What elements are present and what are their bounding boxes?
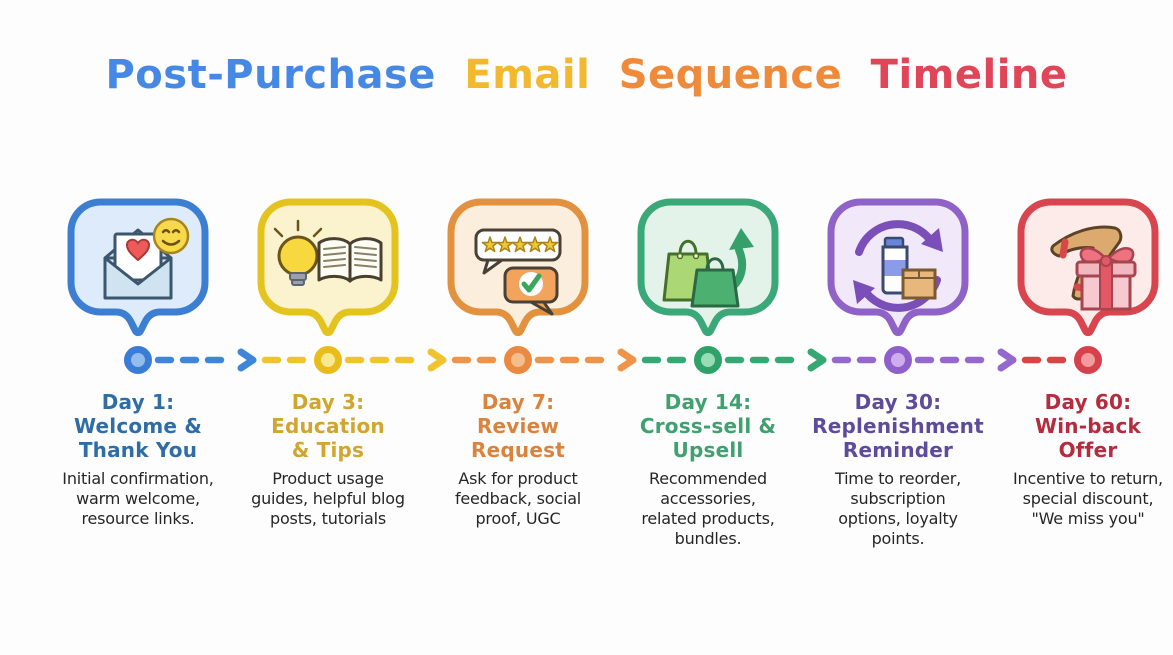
timeline-segment — [613, 344, 882, 376]
timeline-connector — [154, 348, 312, 372]
stage-column-day-30: Day 30: Replenishment Reminder Time to r… — [803, 194, 1072, 549]
welcome-envelope-smiley-icon — [67, 198, 209, 337]
timeline-dot-day-30 — [884, 346, 912, 374]
stage-heading: Day 3: Education & Tips — [271, 390, 385, 462]
lightbulb-book-icon — [257, 198, 399, 337]
arrow-right-icon — [617, 348, 637, 372]
gift-box-icon — [1075, 247, 1137, 311]
bottle-icon — [881, 236, 909, 295]
timeline-segment — [993, 344, 1173, 376]
package-box-icon — [901, 268, 937, 300]
timeline-segment — [803, 344, 1072, 376]
timeline-connector — [534, 348, 692, 372]
timeline-dot-day-14 — [694, 346, 722, 374]
timeline-columns: Day 1: Welcome & Thank You Initial confi… — [43, 194, 1163, 549]
title-segment-timeline: Timeline — [870, 52, 1068, 98]
stage-column-day-1: Day 1: Welcome & Thank You Initial confi… — [43, 194, 312, 549]
page-title: Post-Purchase Email Sequence Timeline — [0, 52, 1173, 99]
stage-description: Initial confirmation, warm welcome, reso… — [62, 469, 214, 528]
arrow-right-icon — [807, 348, 827, 372]
timeline-dot-day-7 — [504, 346, 532, 374]
checkmark-bubble-icon — [503, 266, 559, 316]
timeline-segment — [43, 344, 312, 376]
smiley-icon — [152, 217, 190, 255]
checkmark-icon — [521, 273, 542, 293]
title-segment-email: Email — [464, 52, 591, 98]
review-stars-check-icon — [447, 198, 589, 337]
five-star-review-bubble-icon — [474, 228, 562, 275]
arrow-right-icon — [237, 348, 257, 372]
open-book-icon — [317, 237, 383, 283]
title-segment-post-purchase: Post-Purchase — [105, 52, 436, 98]
timeline-segment — [423, 344, 692, 376]
stage-description: Incentive to return, special discount, "… — [1013, 469, 1163, 528]
timeline-segment — [233, 344, 502, 376]
stage-description: Recommended accessories, related product… — [641, 469, 775, 548]
timeline-connector — [724, 348, 882, 372]
shopping-bags-icon — [662, 239, 740, 308]
stage-description: Product usage guides, helpful blog posts… — [251, 469, 405, 528]
arrow-right-icon — [997, 348, 1017, 372]
timeline-dot-day-60 — [1074, 346, 1102, 374]
stage-column-day-14: Day 14: Cross-sell & Upsell Recommended … — [613, 194, 882, 549]
title-segment-sequence: Sequence — [618, 52, 843, 98]
stage-description: Ask for product feedback, social proof, … — [454, 469, 582, 528]
replenishment-cycle-icon — [827, 198, 969, 337]
timeline-connector — [344, 348, 502, 372]
stage-heading: Day 14: Cross-sell & Upsell — [639, 390, 777, 462]
stage-description: Time to reorder, subscription options, l… — [834, 469, 961, 548]
timeline-connector — [914, 348, 1072, 372]
lightbulb-icon — [273, 219, 323, 286]
stage-heading: Day 1: Welcome & Thank You — [74, 390, 202, 462]
open-envelope-icon — [103, 228, 173, 300]
stage-heading: Day 60: Win-back Offer — [1034, 390, 1142, 462]
timeline-dot-day-1 — [124, 346, 152, 374]
heart-icon — [125, 238, 151, 262]
stage-heading: Day 7: Review Request — [471, 390, 565, 462]
stage-column-day-7: Day 7: Review Request Ask for product fe… — [423, 194, 692, 549]
shopping-bags-upsell-icon — [637, 198, 779, 337]
timeline-dot-day-3 — [314, 346, 342, 374]
boomerang-gift-icon — [1017, 198, 1159, 337]
stage-column-day-3: Day 3: Education & Tips Product usage gu… — [233, 194, 502, 549]
stage-heading: Day 30: Replenishment Reminder — [812, 390, 984, 462]
arrow-right-icon — [427, 348, 447, 372]
stage-column-day-60: Day 60: Win-back Offer Incentive to retu… — [993, 194, 1173, 549]
